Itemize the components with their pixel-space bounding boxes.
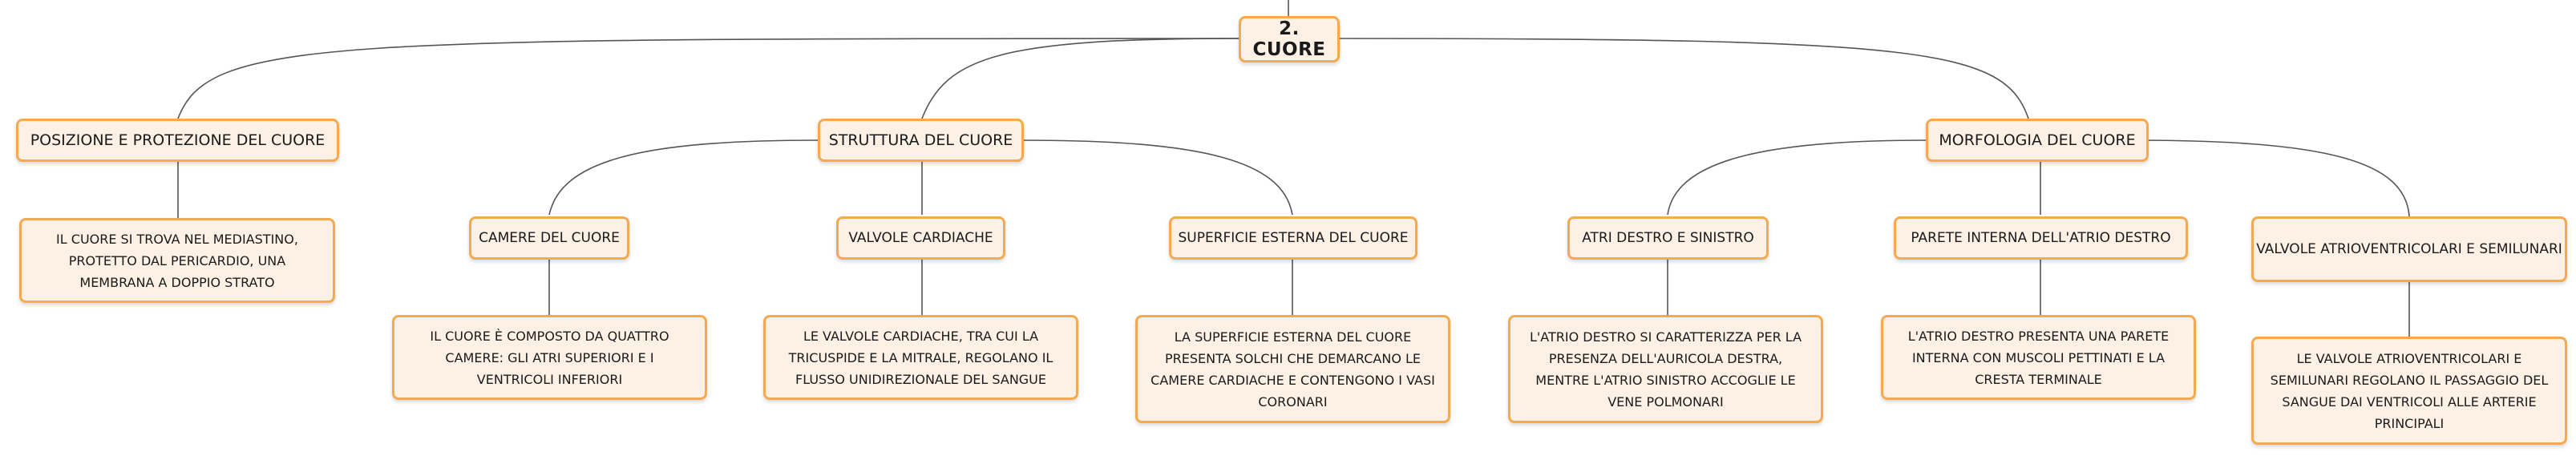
connector-struttura-camere	[548, 139, 819, 216]
node-label: CAMERE DEL CUORE	[479, 230, 620, 246]
note-camere[interactable]: IL CUORE È COMPOSTO DA QUATTRO CAMERE: G…	[392, 315, 707, 400]
note-text: IL CUORE È COMPOSTO DA QUATTRO CAMERE: G…	[430, 328, 669, 387]
connector-root-posizione	[177, 38, 1239, 119]
node-superficie-esterna[interactable]: SUPERFICIE ESTERNA DEL CUORE	[1169, 216, 1417, 260]
note-valvole-av-semilunari[interactable]: LE VALVOLE ATRIOVENTRICOLARI E SEMILUNAR…	[2251, 337, 2567, 445]
note-superficie-esterna[interactable]: LA SUPERFICIE ESTERNA DEL CUORE PRESENTA…	[1135, 315, 1450, 423]
connector-morfologia-atri	[1667, 139, 1927, 216]
note-text: L'ATRIO DESTRO PRESENTA UNA PARETE INTER…	[1907, 328, 2170, 387]
note-text: IL CUORE SI TROVA NEL MEDIASTINO, PROTET…	[56, 231, 298, 290]
note-text: LE VALVOLE CARDIACHE, TRA CUI LA TRICUSP…	[788, 328, 1053, 387]
note-valvole-cardiache[interactable]: LE VALVOLE CARDIACHE, TRA CUI LA TRICUSP…	[763, 315, 1078, 400]
note-text: LE VALVOLE ATRIOVENTRICOLARI E SEMILUNAR…	[2270, 350, 2549, 431]
root-node-label: 2. CUORE	[1252, 18, 1326, 60]
node-morfologia[interactable]: MORFOLOGIA DEL CUORE	[1926, 119, 2149, 162]
node-label: STRUTTURA DEL CUORE	[828, 131, 1013, 149]
note-posizione[interactable]: IL CUORE SI TROVA NEL MEDIASTINO, PROTET…	[19, 218, 335, 303]
note-text: LA SUPERFICIE ESTERNA DEL CUORE PRESENTA…	[1151, 329, 1435, 410]
node-atri[interactable]: ATRI DESTRO E SINISTRO	[1567, 216, 1769, 260]
connector-struttura-superficie	[1021, 139, 1293, 216]
node-label: SUPERFICIE ESTERNA DEL CUORE	[1178, 230, 1409, 246]
node-camere[interactable]: CAMERE DEL CUORE	[469, 216, 629, 260]
connector-root-struttura	[921, 38, 1239, 119]
node-struttura[interactable]: STRUTTURA DEL CUORE	[818, 119, 1024, 162]
node-posizione-protezione[interactable]: POSIZIONE E PROTEZIONE DEL CUORE	[16, 119, 339, 162]
note-atri[interactable]: L'ATRIO DESTRO SI CARATTERIZZA PER LA PR…	[1508, 315, 1823, 423]
connector-morfologia-valvole	[2132, 139, 2410, 217]
node-label: PARETE INTERNA DELL'ATRIO DESTRO	[1911, 230, 2171, 246]
node-valvole-av-semilunari[interactable]: VALVOLE ATRIOVENTRICOLARI E SEMILUNARI	[2251, 216, 2567, 282]
node-label: MORFOLOGIA DEL CUORE	[1939, 131, 2136, 149]
node-label: VALVOLE ATRIOVENTRICOLARI E SEMILUNARI	[2256, 241, 2562, 257]
node-parete-interna[interactable]: PARETE INTERNA DELL'ATRIO DESTRO	[1894, 216, 2188, 260]
connector-root-morfologia	[1338, 38, 2029, 119]
root-node[interactable]: 2. CUORE	[1239, 16, 1340, 63]
node-valvole-cardiache[interactable]: VALVOLE CARDIACHE	[836, 216, 1005, 260]
node-label: ATRI DESTRO E SINISTRO	[1582, 230, 1754, 246]
note-parete-interna[interactable]: L'ATRIO DESTRO PRESENTA UNA PARETE INTER…	[1881, 315, 2196, 400]
node-label: VALVOLE CARDIACHE	[848, 230, 993, 246]
node-label: POSIZIONE E PROTEZIONE DEL CUORE	[30, 131, 326, 149]
note-text: L'ATRIO DESTRO SI CARATTERIZZA PER LA PR…	[1529, 329, 1802, 410]
